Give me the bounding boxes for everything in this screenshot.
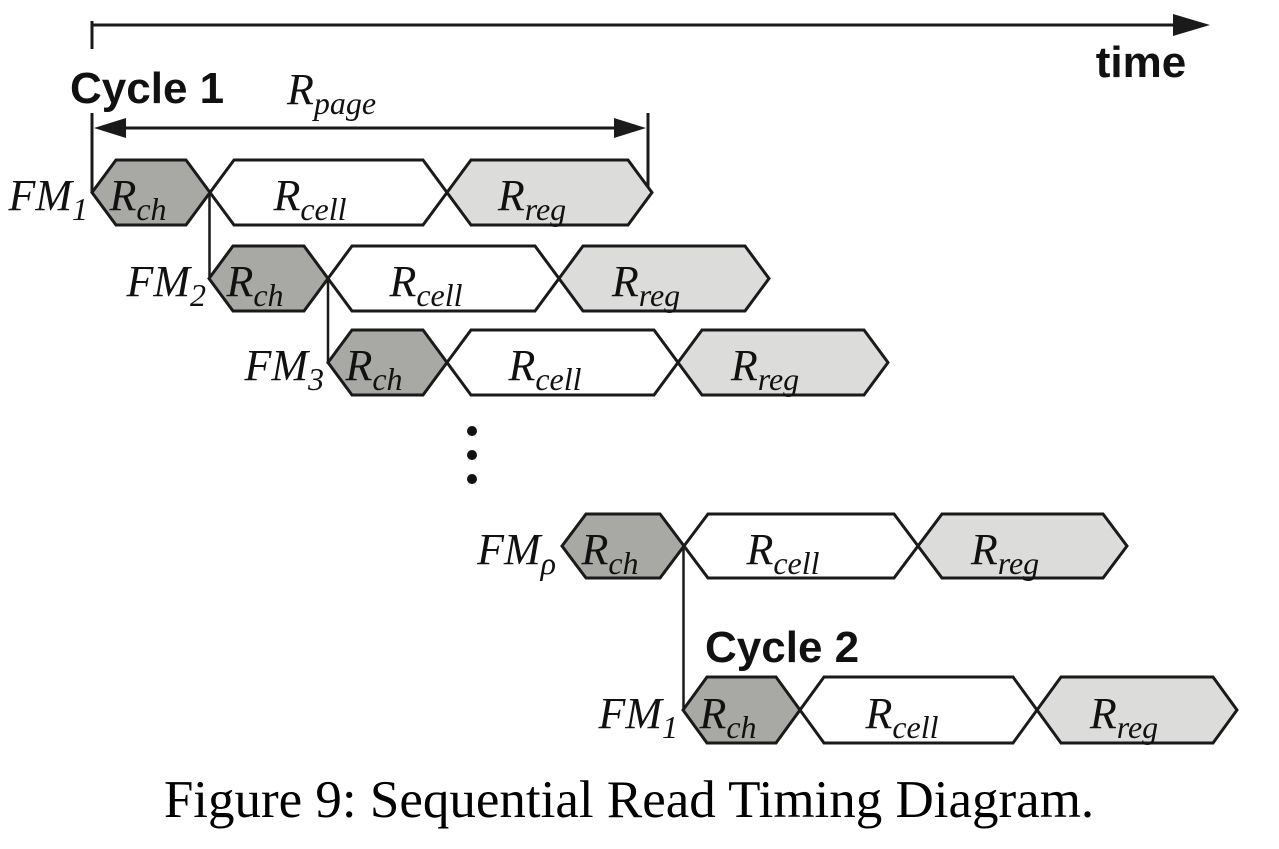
rch-label: Rch [698,689,756,745]
hexagon-rreg [1035,675,1239,745]
hexagon-rreg [676,328,890,397]
cycle2-label: Cycle 2 [705,623,859,672]
rch-label: Rch [225,257,283,313]
ellipsis-dots [467,426,477,484]
rch-label: Rch [344,341,402,397]
ellipsis-dot [467,474,477,484]
rreg-label: Rreg [1089,689,1158,745]
rcell-label: Rcell [745,525,819,581]
row-fmrho-label: FMρ [476,525,556,581]
row-fm1: FM1 Rch Rcell Rreg [7,158,654,227]
row-fm3-label: FM3 [243,341,324,397]
rreg-label: Rreg [970,525,1039,581]
row-fm1-label: FM1 [7,171,88,227]
hexagon-rreg [557,244,771,313]
ellipsis-dot [467,450,477,460]
rch-label: Rch [580,525,638,581]
rpage-right-arrowhead-icon [614,118,646,138]
rreg-label: Rreg [730,341,799,397]
cycle1-label: Cycle 1 [70,64,224,113]
rreg-label: Rreg [611,257,680,313]
figure-caption: Figure 9: Sequential Read Timing Diagram… [164,771,1094,829]
row-fm1-cycle2: FM1 Rch Rcell Rreg [597,675,1239,745]
time-arrowhead-icon [1173,14,1210,36]
rpage-left-arrowhead-icon [94,118,126,138]
rcell-label: Rcell [388,257,462,313]
rpage-label: Rpage [286,65,376,121]
rcell-label: Rcell [272,171,346,227]
row-fm2: FM2 Rch Rcell Rreg [125,244,771,313]
row-fm1-cycle2-label: FM1 [597,689,678,745]
row-fmrho: FMρ Rch Rcell Rreg [476,512,1129,581]
rreg-label: Rreg [497,171,566,227]
time-axis-label: time [1096,38,1186,87]
rch-label: Rch [108,171,166,227]
row-fm2-label: FM2 [125,257,206,313]
row-fm3: FM3 Rch Rcell Rreg [243,328,890,397]
hexagon-rreg [445,158,654,227]
rcell-label: Rcell [864,689,938,745]
ellipsis-dot [467,426,477,436]
hexagon-rreg [916,512,1129,580]
rcell-label: Rcell [507,341,581,397]
